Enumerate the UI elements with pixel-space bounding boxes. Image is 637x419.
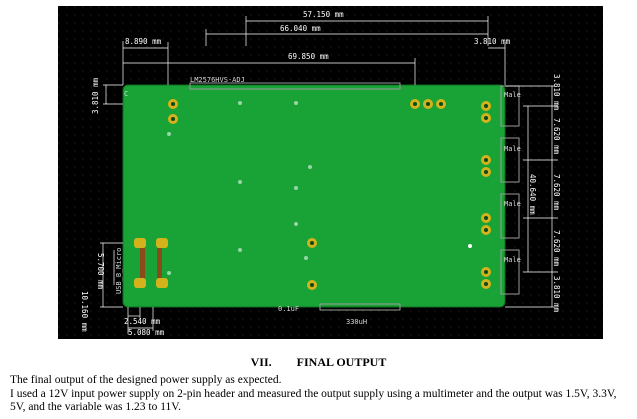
pcb-render: 57.150 mm 66.040 mm 69.850 mm 8.890 mm 3… [58, 6, 603, 339]
label-male-3: Male [504, 200, 521, 208]
usb-pad [156, 278, 168, 288]
section-title: FINAL OUTPUT [296, 355, 387, 369]
section-heading: VII. FINAL OUTPUT [0, 355, 637, 370]
paragraph: The final output of the designed power s… [10, 374, 282, 386]
dim-right-3: 7.620 mm [552, 174, 561, 211]
label-male-2: Male [504, 145, 521, 153]
dim-left-mid: 5.700 mm [96, 253, 105, 290]
usb-trace [157, 248, 162, 278]
dim-left-top: 3.810 mm [91, 77, 100, 114]
dim-right-5: 3.810 mm [552, 276, 561, 313]
paragraph: I used a 12V input power supply on 2-pin… [10, 388, 617, 413]
dim-bottom2: 5.080 mm [128, 328, 165, 337]
vias [167, 101, 472, 275]
section-number: VII. [250, 355, 272, 369]
dim-left-big: 10.160 mm [80, 291, 89, 332]
dim-right-1: 3.810 mm [552, 74, 561, 111]
pcb-board [122, 84, 506, 308]
dim-right-tall: 40.640 mm [528, 174, 537, 215]
label-usb: USB_B_Micro [115, 248, 123, 294]
label-c-top: C [124, 90, 128, 98]
dim-top1: 57.150 mm [303, 10, 344, 19]
pcb-layout-figure: 57.150 mm 66.040 mm 69.850 mm 8.890 mm 3… [58, 6, 603, 339]
dim-right-4: 7.620 mm [552, 230, 561, 267]
chip-outline [189, 82, 401, 90]
usb-pad [156, 238, 168, 248]
dim-right-2: 7.620 mm [552, 118, 561, 155]
dim-top-right: 3.810 mm [474, 37, 511, 46]
dimension-lines [100, 16, 558, 334]
inductor-outline [319, 303, 401, 311]
label-cap-bottom: 0.1uF [278, 305, 299, 313]
usb-pad [134, 238, 146, 248]
dim-top3: 69.850 mm [288, 52, 329, 61]
pads [134, 99, 491, 290]
label-chip: LM2576HVS-ADJ [190, 76, 245, 84]
usb-trace [140, 248, 145, 278]
label-inductor: 330uH [346, 318, 367, 326]
dim-top2: 66.040 mm [280, 24, 321, 33]
label-male-4: Male [504, 256, 521, 264]
dim-bottom1: 2.540 mm [124, 317, 161, 326]
label-male-1: Male [504, 91, 521, 99]
usb-pad [134, 278, 146, 288]
dim-top-left: 8.890 mm [125, 37, 162, 46]
